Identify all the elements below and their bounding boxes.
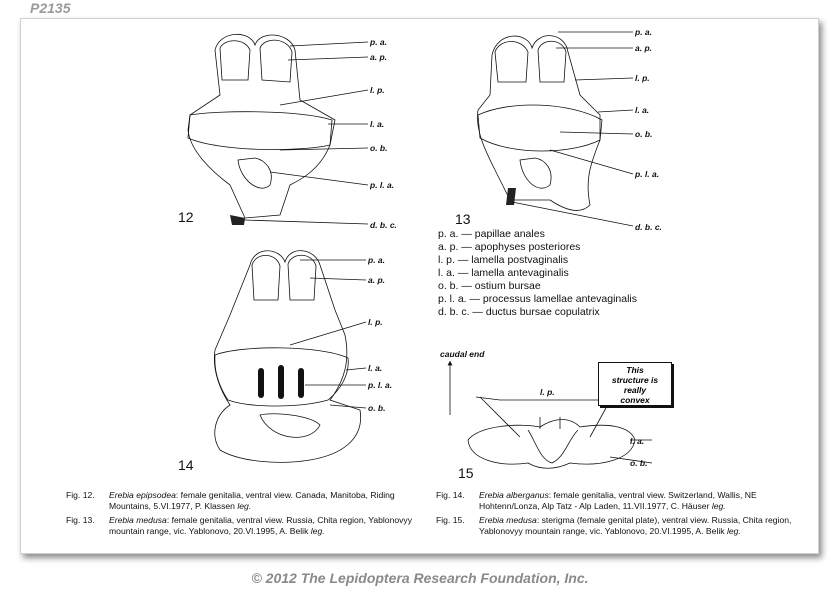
label-dbc-13: d. b. c. [635, 222, 662, 232]
caption-species: Erebia epipsodea [109, 490, 176, 500]
caption-text: : female genitalia, ventral view. Canada… [109, 490, 395, 511]
label-pla-14: p. l. a. [367, 380, 392, 390]
caption-species: Erebia alberganus [479, 490, 549, 500]
sterigma-drawing-15 [467, 419, 636, 469]
label-pla-12: p. l. a. [369, 180, 394, 190]
genitalia-drawing-13 [477, 35, 603, 211]
caption-text: : female genitalia, ventral view. Switze… [479, 490, 757, 511]
legend-item: d. b. c. — ductus bursae copulatrix [438, 306, 600, 318]
note-line: This [626, 365, 644, 375]
caption-species: Erebia medusa [479, 515, 537, 525]
label-la-12: l. a. [370, 119, 384, 129]
axis-label-caudal-end: caudal end [440, 349, 485, 359]
label-ap-12: a. p. [370, 52, 387, 62]
legend-item: p. l. a. — processus lamellae antevagina… [438, 293, 638, 305]
caption-number: Fig. 12. [66, 490, 95, 500]
caption-text: : sterigma (female genital plate), ventr… [479, 515, 792, 536]
label-pa-13: p. a. [634, 27, 652, 37]
label-lp-12: l. p. [370, 85, 385, 95]
page-id: P2135 [30, 0, 71, 16]
figure-sheet [20, 18, 819, 554]
note-line: really [623, 385, 647, 395]
figure-number-14: 14 [178, 457, 194, 472]
abbreviation-legend: p. a. — papillae anales a. p. — apophyse… [438, 228, 637, 319]
label-lp-13: l. p. [635, 73, 650, 83]
figure-number-13: 13 [455, 211, 471, 227]
label-lp-15: l. p. [540, 387, 555, 397]
legend-item: a. p. — apophyses posteriores [438, 241, 581, 253]
copyright-notice: © 2012 The Lepidoptera Research Foundati… [251, 570, 589, 586]
caption-number: Fig. 15. [436, 515, 465, 525]
label-pla-13: p. l. a. [634, 169, 659, 179]
label-la-14: l. a. [368, 363, 382, 373]
figure-12: p. a. a. p. l. p. l. a. o. b. p. l. a. d… [178, 33, 397, 230]
caption-leg: leg. [237, 500, 252, 511]
label-ob-14: o. b. [368, 403, 385, 413]
label-lp-14: l. p. [368, 317, 383, 327]
note-line: convex [620, 395, 650, 405]
legend-item: o. b. — ostium bursae [438, 280, 541, 292]
label-ap-14: a. p. [368, 275, 385, 285]
label-ob-13: o. b. [635, 129, 652, 139]
genitalia-drawing-14 [213, 250, 362, 463]
label-la-15: l. a. [630, 436, 644, 446]
caption-number: Fig. 13. [66, 515, 95, 525]
label-pa-12: p. a. [369, 37, 387, 47]
label-ob-12: o. b. [370, 143, 387, 153]
figure-15: caudal end l. p. l. a. o. b. 15 [440, 349, 653, 480]
genitalia-drawing-12 [187, 33, 336, 225]
figure-13: p. a. a. p. l. p. l. a. o. b. p. l. a. d… [455, 27, 662, 232]
caption-text: : female genitalia, ventral view. Russia… [109, 515, 413, 536]
label-la-13: l. a. [635, 105, 649, 115]
label-ap-13: a. p. [635, 43, 652, 53]
note-line: structure is [611, 375, 659, 385]
convex-note-box: This structure is really convex [598, 362, 672, 406]
caption-leg: leg. [310, 525, 325, 536]
caption-leg: leg. [726, 525, 741, 536]
legend-item: l. p. — lamella postvaginalis [438, 254, 569, 266]
legend-item: l. a. — lamella antevaginalis [438, 267, 569, 279]
label-pa-14: p. a. [367, 255, 385, 265]
figure-14: p. a. a. p. l. p. l. a. p. l. a. o. b. 1… [178, 250, 392, 472]
legend-item: p. a. — papillae anales [438, 228, 545, 240]
caption-leg: leg. [711, 500, 726, 511]
label-ob-15: o. b. [630, 458, 647, 468]
caption-species: Erebia medusa [109, 515, 167, 525]
caption-number: Fig. 14. [436, 490, 465, 500]
label-dbc-12: d. b. c. [370, 220, 397, 230]
figure-number-15: 15 [458, 465, 474, 480]
figure-number-12: 12 [178, 209, 194, 225]
